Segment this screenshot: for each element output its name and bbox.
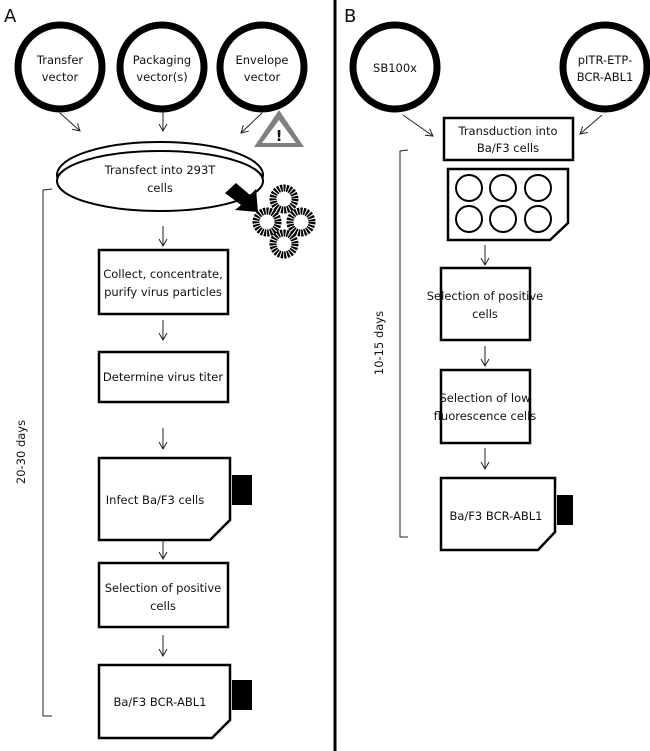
arrow-icon <box>402 114 434 137</box>
svg-text:fluorescence cells: fluorescence cells <box>434 409 537 423</box>
sb100x-vector: SB100x <box>349 21 441 113</box>
svg-text:Infect Ba/F3 cells: Infect Ba/F3 cells <box>106 493 204 507</box>
svg-text:Selection of low: Selection of low <box>439 391 530 405</box>
step-titer: Determine virus titer <box>97 350 230 404</box>
virus-particles-icon <box>252 184 316 259</box>
svg-text:Ba/F3 cells: Ba/F3 cells <box>477 141 539 155</box>
svg-text:Packaging: Packaging <box>133 53 191 67</box>
svg-text:Transduction into: Transduction into <box>457 124 557 138</box>
arrow-icon <box>59 112 81 132</box>
svg-text:vector: vector <box>244 70 281 84</box>
svg-text:Transfect into 293T: Transfect into 293T <box>104 163 217 177</box>
svg-text:purify virus particles: purify virus particles <box>104 285 222 299</box>
duration-bracket <box>399 149 409 538</box>
step-infect-flask: Infect Ba/F3 cells <box>97 456 252 542</box>
svg-text:Ba/F3 BCR-ABL1: Ba/F3 BCR-ABL1 <box>449 509 542 523</box>
svg-text:Envelope: Envelope <box>235 53 288 67</box>
result-flask-a: Ba/F3 BCR-ABL1 <box>97 663 252 740</box>
duration-label: 20-30 days <box>14 420 28 484</box>
svg-text:Selection of positive: Selection of positive <box>105 581 222 595</box>
arrow-icon <box>579 114 603 135</box>
svg-text:!: ! <box>276 127 283 145</box>
transfer-vector: Transfer vector <box>14 21 106 113</box>
step-selection-positive: Selection of positive cells <box>427 266 544 342</box>
flask-cap-icon <box>232 680 252 710</box>
svg-text:cells: cells <box>150 599 176 613</box>
svg-text:SB100x: SB100x <box>373 61 417 75</box>
pitr-vector: pITR-ETP- BCR-ABL1 <box>559 21 650 113</box>
svg-text:vector(s): vector(s) <box>136 70 187 84</box>
six-well-plate-icon <box>446 167 570 242</box>
transduction-step: Transduction into Ba/F3 cells <box>442 116 575 162</box>
svg-text:Collect, concentrate,: Collect, concentrate, <box>103 267 223 281</box>
panel-a-label: A <box>4 6 17 27</box>
result-flask-b: Ba/F3 BCR-ABL1 <box>439 476 573 552</box>
step-selection: Selection of positive cells <box>97 561 230 629</box>
output-arrow-icon <box>225 183 258 212</box>
svg-text:cells: cells <box>472 307 498 321</box>
arrow-icon <box>240 112 263 134</box>
panel-b-label: B <box>344 6 356 27</box>
svg-text:Ba/F3 BCR-ABL1: Ba/F3 BCR-ABL1 <box>113 695 206 709</box>
svg-text:Determine virus titer: Determine virus titer <box>103 370 223 384</box>
svg-text:BCR-ABL1: BCR-ABL1 <box>577 70 634 84</box>
transfect-step: Transfect into 293T cells <box>56 141 264 212</box>
duration-label: 10-15 days <box>372 311 386 375</box>
svg-text:vector: vector <box>42 70 79 84</box>
svg-text:Selection of positive: Selection of positive <box>427 289 544 303</box>
svg-text:Transfer: Transfer <box>36 53 84 67</box>
svg-text:pITR-ETP-: pITR-ETP- <box>578 53 633 67</box>
flask-cap-icon <box>557 495 573 525</box>
step-selection-low-fluorescence: Selection of low fluorescence cells <box>434 368 537 445</box>
step-collect: Collect, concentrate, purify virus parti… <box>97 248 230 316</box>
envelope-vector: Envelope vector <box>216 21 308 113</box>
packaging-vector: Packaging vector(s) <box>116 21 208 113</box>
warning-icon: ! <box>254 110 304 147</box>
svg-text:cells: cells <box>147 181 173 195</box>
duration-bracket <box>42 188 53 717</box>
flask-cap-icon <box>232 475 252 505</box>
